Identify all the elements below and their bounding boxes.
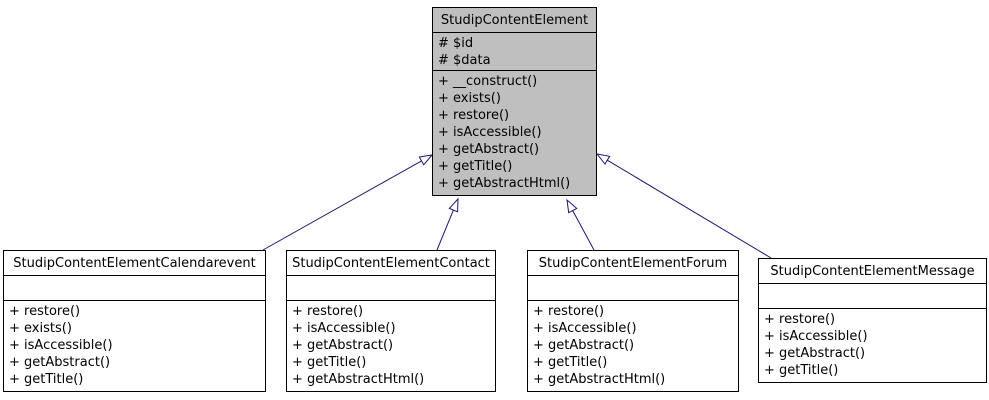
class-title-studipcontentelementcontact: StudipContentElementContact	[287, 251, 495, 276]
class-methods-section: + restore() + exists() + isAccessible() …	[4, 301, 265, 391]
class-method: + getAbstractHtml()	[533, 372, 666, 387]
class-method: + exists()	[438, 91, 501, 106]
class-method: + getAbstractHtml()	[438, 176, 571, 191]
inheritance-arrow-message	[595, 153, 772, 259]
class-attributes-section	[4, 276, 265, 301]
class-method: + getTitle()	[533, 355, 608, 370]
class-method: + getAbstract()	[438, 142, 540, 157]
class-attribute: # $data	[438, 53, 491, 68]
class-method: + isAccessible()	[533, 321, 637, 336]
class-attributes-section	[528, 276, 738, 301]
class-attributes-section	[287, 276, 495, 301]
class-title-studipcontentelementforum: StudipContentElementForum	[528, 251, 738, 276]
class-method: + isAccessible()	[438, 125, 542, 140]
inheritance-arrow-contact	[436, 197, 459, 251]
class-box-studipcontentelement: StudipContentElement # $id # $data + __c…	[432, 7, 597, 196]
class-methods-section: + restore() + isAccessible() + getAbstra…	[287, 301, 495, 391]
class-method: + isAccessible()	[764, 329, 868, 344]
class-method: + getTitle()	[438, 159, 513, 174]
class-methods-section: + restore() + isAccessible() + getAbstra…	[759, 309, 986, 382]
class-method: + getAbstract()	[764, 346, 866, 361]
class-title-studipcontentelementcalendarevent: StudipContentElementCalendarevent	[4, 251, 265, 276]
class-box-studipcontentelementmessage[interactable]: StudipContentElementMessage + restore() …	[758, 258, 987, 383]
class-method: + restore()	[292, 304, 364, 319]
class-method: + getTitle()	[9, 372, 84, 387]
class-attributes-section: # $id # $data	[433, 33, 596, 71]
class-box-studipcontentelementcalendarevent[interactable]: StudipContentElementCalendarevent + rest…	[3, 250, 266, 392]
class-method: + exists()	[9, 321, 72, 336]
class-method: + getAbstract()	[292, 338, 394, 353]
class-method: + getAbstract()	[9, 355, 111, 370]
class-method: + restore()	[533, 304, 605, 319]
class-method: + restore()	[438, 108, 510, 123]
class-method: + isAccessible()	[292, 321, 396, 336]
class-method: + restore()	[9, 304, 81, 319]
class-method: + getTitle()	[292, 355, 367, 370]
class-attributes-section	[759, 284, 986, 309]
class-box-studipcontentelementcontact[interactable]: StudipContentElementContact + restore() …	[286, 250, 496, 392]
class-attribute: # $id	[438, 36, 474, 51]
class-title-studipcontentelementmessage: StudipContentElementMessage	[759, 259, 986, 284]
class-title-studipcontentelement: StudipContentElement	[433, 8, 596, 33]
class-methods-section: + __construct() + exists() + restore() +…	[433, 71, 596, 195]
class-box-studipcontentelementforum[interactable]: StudipContentElementForum + restore() + …	[527, 250, 739, 392]
class-method: + isAccessible()	[9, 338, 113, 353]
class-method: + restore()	[764, 312, 836, 327]
inheritance-arrow-forum	[566, 198, 595, 251]
class-method: + getAbstract()	[533, 338, 635, 353]
class-method: + __construct()	[438, 74, 538, 89]
class-method: + getTitle()	[764, 363, 839, 378]
inheritance-arrow-calendarevent	[262, 154, 434, 251]
class-methods-section: + restore() + isAccessible() + getAbstra…	[528, 301, 738, 391]
class-method: + getAbstractHtml()	[292, 372, 425, 387]
